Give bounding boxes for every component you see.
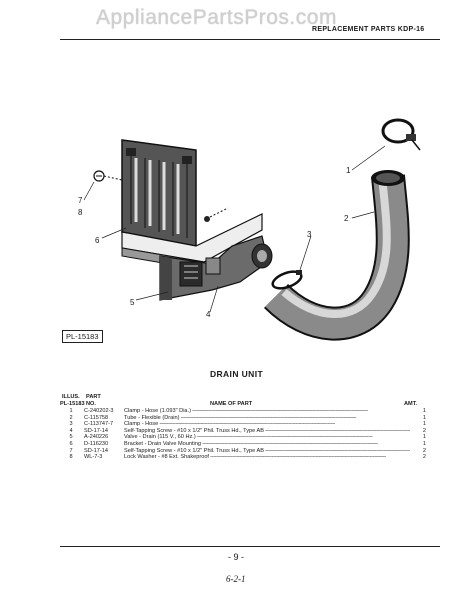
col-illus-label: ILLUS. xyxy=(62,394,80,400)
callout-6: 6 xyxy=(95,236,100,245)
illus-number: 3 xyxy=(69,421,73,428)
part-number: C-240202-3 xyxy=(84,408,114,414)
table-row: 6 D-116230 Bracket - Drain Valve Mounting 1 xyxy=(60,441,430,448)
watermark: AppliancePartsPros.com xyxy=(96,6,337,29)
callout-1: 1 xyxy=(346,166,351,175)
hose-clamp-icon xyxy=(381,118,421,151)
illus-number: 4 xyxy=(69,427,73,434)
callout-4: 4 xyxy=(206,310,211,319)
handwritten-note: 6-2-1 xyxy=(226,574,246,584)
callout-8: 8 xyxy=(78,208,83,217)
part-amount: 1 xyxy=(422,421,426,428)
illus-number: 2 xyxy=(69,414,73,421)
table-row: 7 SD-17-14 Self-Tapping Screw - #10 x 1/2"… xyxy=(60,448,430,455)
page-number: - 9 - xyxy=(228,552,245,562)
footer-rule xyxy=(60,546,440,547)
illus-number: 7 xyxy=(69,447,73,454)
part-number: C-113747-7 xyxy=(84,421,114,428)
callout-2: 2 xyxy=(344,214,349,223)
plate-number: PL-15183 xyxy=(62,330,103,343)
table-row: 5 A-240226 Valve - Drain (115 V., 60 Hz.) 1 xyxy=(60,434,430,441)
col-part-no: NO. xyxy=(86,401,96,407)
part-number: SD-17-14 xyxy=(84,447,108,454)
col-amt: AMT. xyxy=(404,401,418,407)
table-row: 3 C-113747-7 Clamp - Hose 1 xyxy=(60,421,430,428)
table-row: 1 C-240202-3 Clamp - Hose (1.093" Dia.) 1 xyxy=(60,408,430,415)
part-number: WL-7-3 xyxy=(84,454,103,461)
callout-7: 7 xyxy=(78,196,83,205)
callout-5: 5 xyxy=(130,298,135,307)
table-row: 4 SD-17-14 Self-Tapping Screw - #10 x 1/2"… xyxy=(60,428,430,435)
part-name: Lock Washer - #8 Ext. Shakeproof xyxy=(124,454,410,461)
diagram-title: DRAIN UNIT xyxy=(209,369,264,379)
illus-number: 6 xyxy=(69,440,73,447)
table-row: 8 WL-7-3 Lock Washer - #8 Ext. Shakeproof 2 xyxy=(60,454,430,461)
col-part-label: PART xyxy=(86,394,101,400)
part-name: Self-Tapping Screw - #10 x 1/2" Phil. Tr… xyxy=(124,448,410,455)
part-amount: 2 xyxy=(422,454,426,461)
part-amount: 1 xyxy=(422,440,426,447)
part-name: Bracket - Drain Valve Mounting xyxy=(124,441,410,448)
parts-list: ILLUS. PL-15183 PART NO. NAME OF PART AM… xyxy=(60,394,430,461)
part-number: SD-17-14 xyxy=(84,427,108,434)
illus-number: 5 xyxy=(69,434,73,441)
part-amount: 1 xyxy=(422,434,426,441)
table-row: 2 C-115758 Tube - Flexible (Drain) 1 xyxy=(60,415,430,422)
part-amount: 1 xyxy=(422,408,426,414)
part-name: Valve - Drain (115 V., 60 Hz.) xyxy=(124,434,410,441)
clamp-hose-icon xyxy=(271,270,303,290)
part-name: Clamp - Hose (1.093" Dia.) xyxy=(124,408,410,415)
part-number: D-116230 xyxy=(84,440,109,447)
illus-number: 1 xyxy=(69,408,73,414)
callout-3: 3 xyxy=(307,230,312,239)
col-illus-plate: PL-15183 xyxy=(60,401,85,407)
part-name: Self-Tapping Screw - #10 x 1/2" Phil. Tr… xyxy=(124,428,410,435)
part-amount: 2 xyxy=(422,447,426,454)
header-title: REPLACEMENT PARTS KDP-16 xyxy=(312,26,425,33)
header-rule xyxy=(60,39,440,40)
part-number: A-240226 xyxy=(84,434,109,441)
part-number: C-115758 xyxy=(84,414,109,421)
part-amount: 1 xyxy=(422,414,426,421)
part-name: Clamp - Hose xyxy=(124,421,410,428)
part-amount: 2 xyxy=(422,427,426,434)
part-name: Tube - Flexible (Drain) xyxy=(124,415,410,422)
parts-list-header: ILLUS. PL-15183 PART NO. NAME OF PART AM… xyxy=(60,394,430,408)
illus-number: 8 xyxy=(69,454,73,461)
col-name: NAME OF PART xyxy=(210,401,253,407)
plate-ribs xyxy=(134,158,180,234)
